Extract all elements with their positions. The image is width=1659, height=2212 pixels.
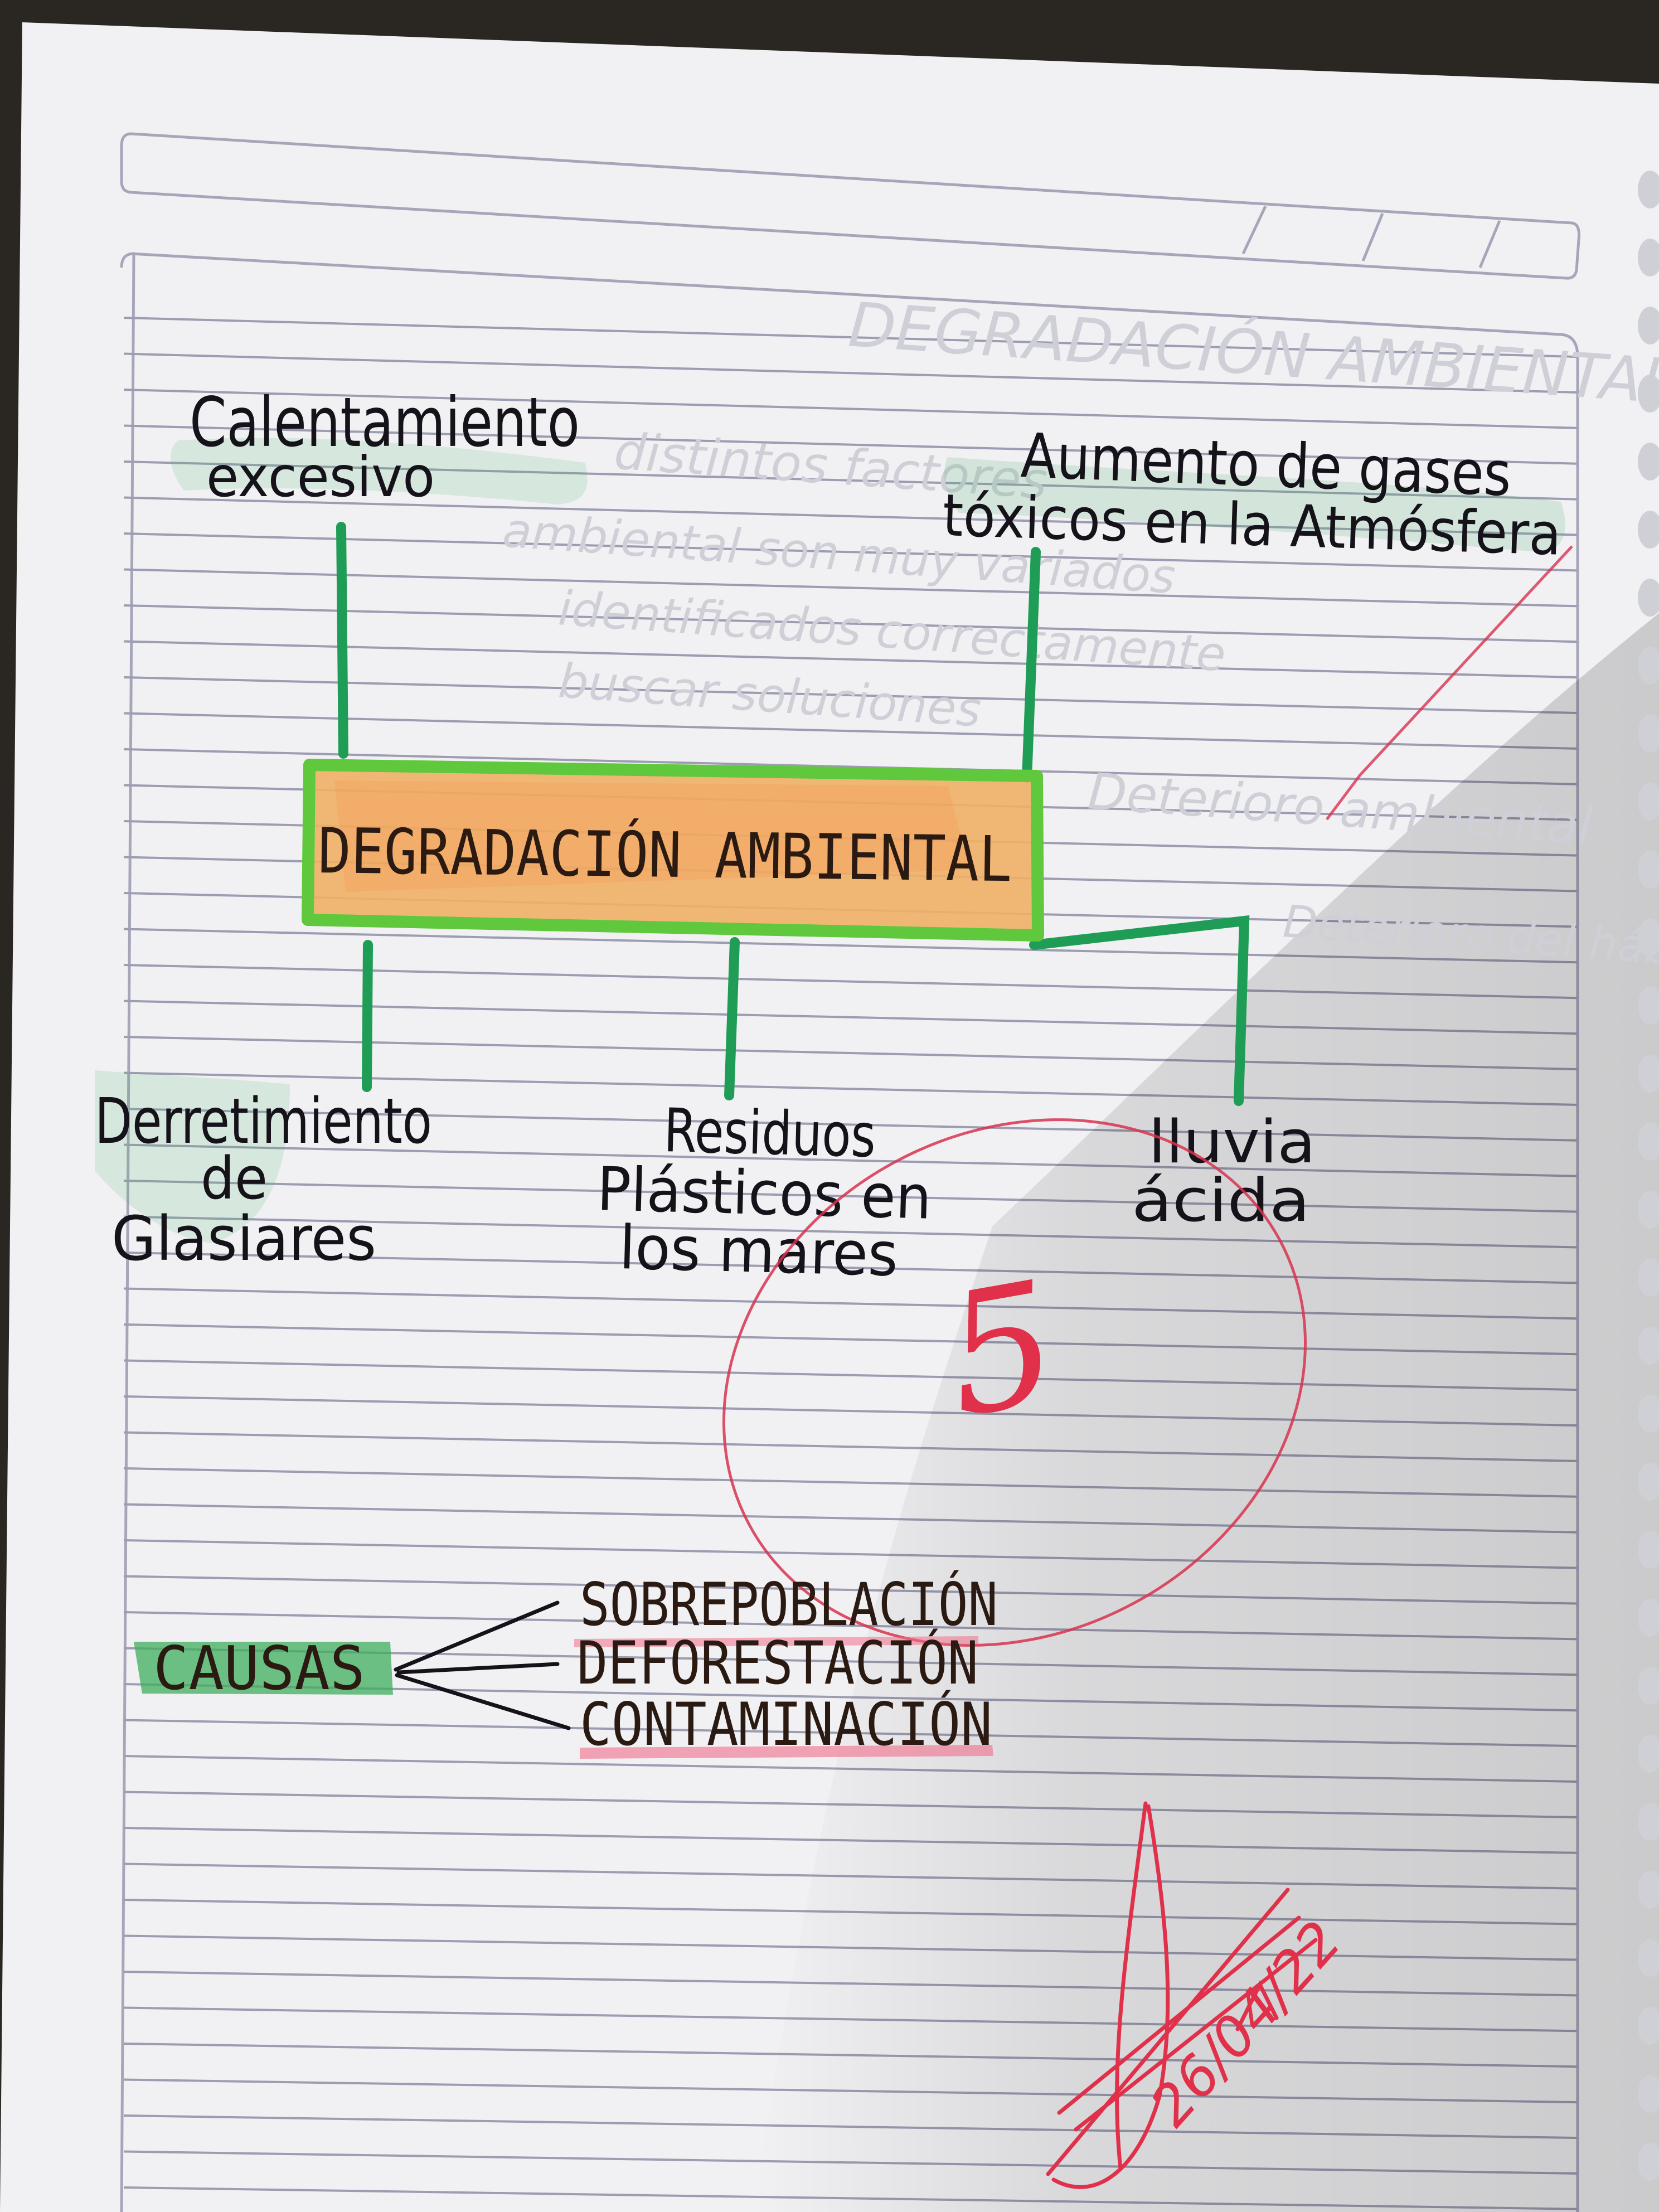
rule-line bbox=[123, 389, 1577, 429]
node-calentamiento-line2: excesivo bbox=[206, 444, 435, 510]
check-stroke bbox=[1326, 545, 1573, 821]
spiral-hole bbox=[1638, 1735, 1659, 1773]
ruled-frame bbox=[120, 252, 1579, 2212]
spiral-hole bbox=[1638, 1055, 1659, 1093]
spiral-holes bbox=[1638, 171, 1659, 2181]
node-derretimiento: Derretimiento de Glasiares bbox=[95, 1085, 432, 1274]
spiral-hole bbox=[1638, 1191, 1659, 1229]
cause-item-1: DEFORESTACIÓN bbox=[577, 1629, 978, 1697]
spiral-hole bbox=[1638, 1803, 1659, 1841]
causes-highlight bbox=[134, 1642, 393, 1695]
node-residuos: Residuos Plásticos en los mares bbox=[596, 1096, 932, 1290]
rule-line bbox=[123, 568, 1577, 608]
spiral-hole bbox=[1638, 1327, 1659, 1365]
spiral-hole bbox=[1638, 1871, 1659, 1909]
spiral-hole bbox=[1638, 2075, 1659, 2113]
spiral-hole bbox=[1638, 239, 1659, 276]
spiral-hole bbox=[1638, 307, 1659, 345]
spiral-hole bbox=[1638, 919, 1659, 957]
highlight-derretimiento bbox=[95, 1070, 290, 1243]
spiral-hole bbox=[1638, 579, 1659, 617]
rule-line bbox=[123, 424, 1577, 465]
rule-line bbox=[123, 532, 1577, 572]
rule-line bbox=[123, 676, 1577, 714]
spiral-hole bbox=[1638, 1531, 1659, 1569]
node-lluvia-acida: lluvia ácida bbox=[1132, 1108, 1316, 1235]
highlight-aumento bbox=[944, 457, 1565, 552]
spiral-hole bbox=[1638, 2007, 1659, 2045]
spiral-hole bbox=[1638, 1395, 1659, 1433]
spiral-hole bbox=[1638, 1259, 1659, 1297]
spiral-hole bbox=[1638, 1667, 1659, 1705]
node-aumento-gases: Aumento de gases tóxicos en la Atmósfera bbox=[942, 420, 1562, 569]
grade-circle bbox=[722, 1118, 1307, 1647]
rule-line bbox=[123, 317, 1577, 358]
central-box bbox=[302, 759, 1044, 942]
spiral-hole bbox=[1638, 1599, 1659, 1637]
spiral-hole bbox=[1638, 851, 1659, 889]
spiral-hole bbox=[1638, 1939, 1659, 1977]
rule-line bbox=[123, 748, 1577, 785]
spiral-hole bbox=[1638, 171, 1659, 208]
teacher-signature bbox=[1046, 1801, 1318, 2189]
node-residuos-line2: Plásticos en bbox=[596, 1154, 932, 1233]
rule-line bbox=[123, 640, 1577, 679]
highlight-calentamiento bbox=[171, 438, 588, 505]
node-derretimiento-line2: de bbox=[201, 1144, 268, 1212]
spiral-hole bbox=[1638, 783, 1659, 821]
node-lluvia-line1: lluvia bbox=[1148, 1108, 1316, 1176]
central-box-label: DEGRADACIÓN AMBIENTAL bbox=[318, 814, 1013, 896]
hand-shadow bbox=[753, 613, 1659, 2212]
spiral-hole bbox=[1638, 715, 1659, 753]
spiral-hole bbox=[1638, 1463, 1659, 1501]
node-residuos-line3: los mares bbox=[618, 1213, 899, 1290]
node-derretimiento-line1: Derretimiento bbox=[95, 1085, 432, 1158]
node-calentamiento-line1: Calentamiento bbox=[190, 383, 580, 462]
cause-item-2: CONTAMINACIÓN bbox=[580, 1690, 992, 1759]
node-derretimiento-line3: Glasiares bbox=[111, 1203, 376, 1274]
cause-item-0: SOBREPOBLACIÓN bbox=[580, 1570, 998, 1639]
spiral-hole bbox=[1638, 2143, 1659, 2181]
highlight-contaminacion bbox=[580, 1745, 993, 1759]
rule-line bbox=[123, 604, 1577, 643]
rule-line bbox=[123, 352, 1577, 394]
spiral-hole bbox=[1638, 987, 1659, 1025]
highlight-deforestacion bbox=[574, 1636, 978, 1647]
node-lluvia-line2: ácida bbox=[1132, 1166, 1310, 1235]
header-box bbox=[120, 132, 1580, 280]
spiral-hole bbox=[1638, 375, 1659, 413]
node-residuos-line1: Residuos bbox=[663, 1096, 876, 1171]
spiral-hole bbox=[1638, 1123, 1659, 1161]
rule-line bbox=[123, 712, 1577, 750]
rule-line bbox=[123, 496, 1577, 536]
causes-label: CAUSAS bbox=[153, 1634, 365, 1704]
spiral-hole bbox=[1638, 511, 1659, 549]
connector-lines bbox=[336, 522, 1250, 1106]
node-calentamiento: Calentamiento excesivo bbox=[190, 383, 580, 510]
spiral-hole bbox=[1638, 443, 1659, 481]
causes-section: CAUSAS SOBREPOBLACIÓN DEFORESTACIÓN CONT… bbox=[134, 1570, 998, 1759]
spiral-hole bbox=[1638, 647, 1659, 685]
rule-line bbox=[123, 460, 1577, 501]
